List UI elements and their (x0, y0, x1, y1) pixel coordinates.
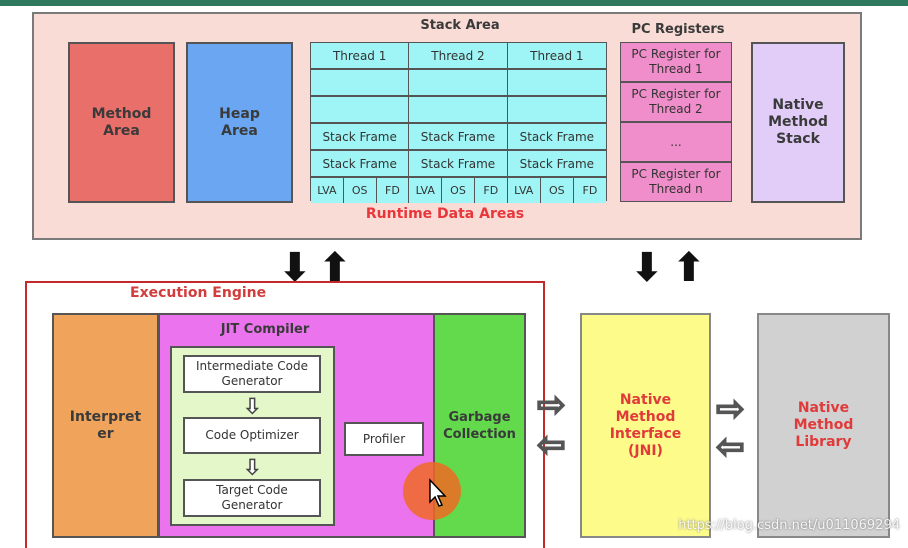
arrow-down-icon: ⬇ (630, 245, 664, 291)
stack-frame-cell: Stack Frame (507, 124, 606, 151)
runtime-data-areas-label: Runtime Data Areas (365, 206, 525, 222)
pc-register-cell: ... (621, 123, 731, 163)
target-code-generator: Target Code Generator (183, 479, 321, 517)
stack-area-title: Stack Area (420, 18, 500, 33)
pc-register-cell: PC Register for Thread 2 (621, 83, 731, 123)
interpreter: Interpret er (52, 313, 159, 538)
pc-registers: PC Register for Thread 1 PC Register for… (620, 42, 732, 202)
intermediate-code-generator: Intermediate Code Generator (183, 355, 321, 393)
os-cell: OS (541, 178, 574, 203)
stack-frame-cell: Stack Frame (311, 124, 409, 151)
fd-cell: FD (483, 184, 499, 197)
thread-cell: Thread 2 (409, 43, 507, 70)
intermediate-code-generator-label: Intermediate Code Generator (196, 359, 308, 388)
code-optimizer: Code Optimizer (183, 417, 321, 454)
fd-cell: FD (385, 184, 400, 197)
arrow-up-icon: ⬆ (672, 245, 706, 291)
native-method-stack-label: Native Method Stack (768, 97, 828, 147)
lva-cell: LVA (508, 178, 541, 203)
empty-cell (409, 97, 507, 124)
watermark: https://blog.csdn.net/u011069294 (678, 518, 900, 533)
garbage-collection-label: Garbage Collection (443, 409, 516, 442)
interpreter-label: Interpret er (69, 408, 142, 442)
jit-compiler-title: JIT Compiler (220, 322, 310, 337)
hollow-down-arrow-icon: ⬇ (243, 454, 261, 480)
method-area: Method Area (68, 42, 175, 203)
native-method-library: Native Method Library (757, 313, 890, 538)
lva-cell: LVA (311, 178, 344, 203)
code-optimizer-label: Code Optimizer (205, 428, 299, 442)
stack-frame-cell: Stack Frame (409, 124, 507, 151)
empty-cell (311, 70, 409, 97)
stack-area: Thread 1 Stack Frame Stack Frame LVA OS … (310, 42, 607, 203)
top-accent-bar (0, 0, 908, 6)
frame-parts: LVA OS FD (507, 178, 606, 203)
empty-cell (507, 70, 606, 97)
pc-register-cell: PC Register for Thread n (621, 163, 731, 201)
frame-parts: LVA OS FD (311, 178, 409, 203)
os-cell: OS (344, 178, 377, 203)
stack-column: Thread 1 Stack Frame Stack Frame LVA OS … (507, 43, 606, 203)
hollow-down-arrow-icon: ⬇ (243, 393, 261, 419)
heap-area-label: Heap Area (219, 105, 260, 139)
thread-cell: Thread 1 (507, 43, 606, 70)
native-method-interface-label: Native Method Interface (JNI) (609, 391, 682, 459)
target-code-generator-label: Target Code Generator (216, 483, 288, 512)
empty-cell (507, 97, 606, 124)
mouse-cursor-icon (429, 478, 447, 507)
lva-cell: LVA (409, 178, 443, 203)
pc-registers-title: PC Registers (631, 22, 725, 37)
empty-cell (409, 70, 507, 97)
method-area-label: Method Area (91, 105, 152, 139)
fd-cell: FD (582, 184, 598, 197)
arrow-right-icon: ⇨ (536, 385, 566, 425)
stack-column: Thread 1 Stack Frame Stack Frame LVA OS … (311, 43, 410, 203)
execution-engine (25, 281, 545, 548)
pc-register-cell: PC Register for Thread 1 (621, 43, 731, 83)
native-method-stack: Native Method Stack (751, 42, 845, 203)
os-cell: OS (442, 178, 475, 203)
thread-cell: Thread 1 (311, 43, 409, 70)
stack-frame-cell: Stack Frame (311, 151, 409, 178)
empty-cell (311, 97, 409, 124)
stack-frame-cell: Stack Frame (507, 151, 606, 178)
heap-area: Heap Area (186, 42, 293, 203)
profiler: Profiler (344, 422, 424, 456)
arrow-right-icon: ⇨ (715, 389, 745, 429)
frame-parts: LVA OS FD (409, 178, 507, 203)
stack-frame-cell: Stack Frame (409, 151, 507, 178)
arrow-left-icon: ⇦ (715, 427, 745, 467)
arrow-left-icon: ⇦ (536, 425, 566, 465)
native-method-interface: Native Method Interface (JNI) (580, 313, 711, 538)
profiler-label: Profiler (362, 431, 406, 446)
execution-engine-label: Execution Engine (130, 285, 267, 301)
native-method-library-label: Native Method Library (793, 400, 854, 450)
stack-column: Thread 2 Stack Frame Stack Frame LVA OS … (409, 43, 508, 203)
